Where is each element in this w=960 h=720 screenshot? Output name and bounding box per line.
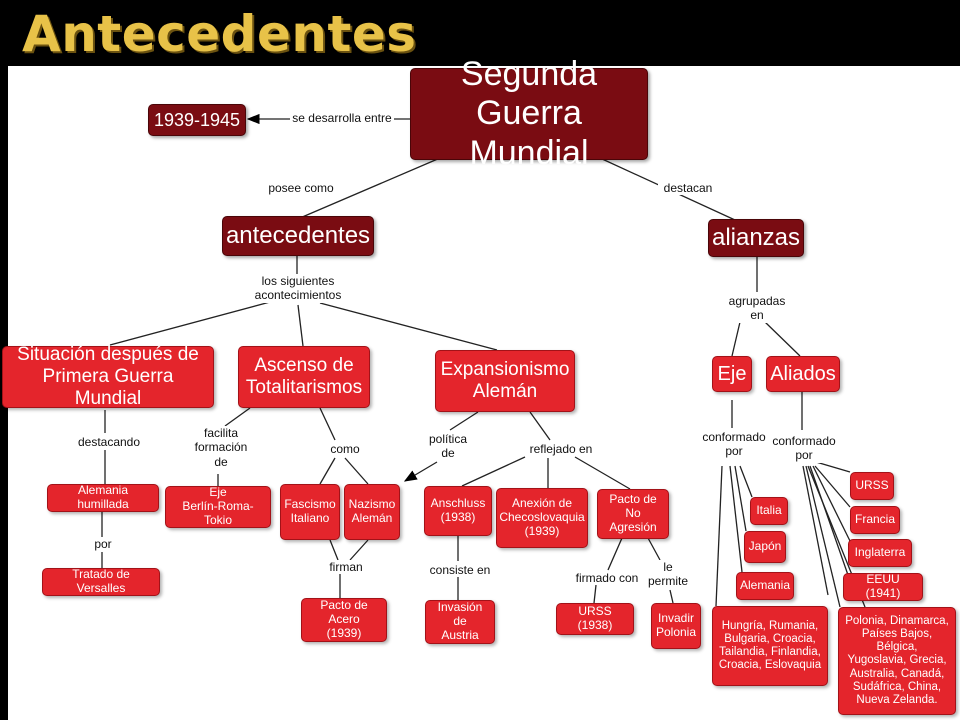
node-japon: Japón <box>744 531 786 563</box>
node-alemania-humillada: Alemania humillada <box>47 483 159 512</box>
node-anexion: Anexión de Checoslovaquia (1939) <box>496 488 588 548</box>
label-posee-como: posee como <box>264 181 338 196</box>
node-eje: Eje <box>712 356 752 392</box>
label-firmado-con: firmado con <box>570 571 644 586</box>
node-tratado-versalles: Tratado de Versalles <box>42 567 160 596</box>
node-eeuu: EEUU (1941) <box>843 572 923 601</box>
node-urss: URSS <box>850 472 894 500</box>
node-aliados: Aliados <box>766 356 840 392</box>
node-antecedentes: antecedentes <box>222 216 374 256</box>
slide-title: Antecedentes <box>22 5 417 63</box>
title-bar <box>0 0 960 66</box>
node-pacto-no-agresion: Pacto de No Agresión <box>597 489 669 539</box>
label-los-siguientes: los siguientes acontecimientos <box>248 274 348 303</box>
label-politica-de: política de <box>424 432 472 461</box>
node-invadir-polonia: Invadir Polonia <box>651 603 701 649</box>
node-ascenso: Ascenso de Totalitarismos <box>238 346 370 408</box>
label-facilita: facilita formación de <box>190 426 252 470</box>
node-pacto-acero: Pacto de Acero (1939) <box>301 598 387 642</box>
node-situacion: Situación después de Primera Guerra Mund… <box>2 344 214 409</box>
label-destacan: destacan <box>658 181 718 196</box>
node-alianzas: alianzas <box>708 219 804 257</box>
label-por: por <box>88 537 118 552</box>
label-le-permite: le permite <box>642 560 694 589</box>
node-eje-berlin-roma-tokio: Eje Berlín-Roma-Tokio <box>165 485 271 528</box>
label-reflejado-en: reflejado en <box>524 442 598 457</box>
node-aliados-otros: Polonia, Dinamarca, Países Bajos, Bélgic… <box>838 607 956 715</box>
node-inglaterra: Inglaterra <box>848 539 912 567</box>
node-urss-1938: URSS (1938) <box>556 603 634 635</box>
label-se-desarrolla: se desarrolla entre <box>290 111 394 126</box>
node-francia: Francia <box>850 506 900 534</box>
node-anschluss: Anschluss (1938) <box>424 486 492 536</box>
node-italia: Italia <box>750 497 788 525</box>
node-segunda-guerra-mundial: Segunda Guerra Mundial <box>410 55 648 172</box>
label-conformado-eje: conformado por <box>698 430 770 459</box>
node-eje-otros: Hungría, Rumania, Bulgaria, Croacia, Tai… <box>712 606 828 686</box>
label-destacando: destacando <box>74 435 144 450</box>
node-invasion-austria: Invasión de Austria <box>425 600 495 644</box>
label-como: como <box>326 442 364 457</box>
label-agrupadas-en: agrupadas en <box>725 294 789 323</box>
node-alemania: Alemania <box>736 572 794 600</box>
node-fascismo: Fascismo Italiano <box>280 484 340 540</box>
label-consiste-en: consiste en <box>424 563 496 578</box>
label-conformado-aliados: conformado por <box>768 434 840 463</box>
node-nazismo: Nazismo Alemán <box>344 484 400 540</box>
node-expansionismo: Expansionismo Alemán <box>435 350 575 412</box>
label-firman: firman <box>324 560 368 575</box>
arrow-to-nazismo <box>403 461 438 482</box>
node-1939-1945: 1939-1945 <box>148 104 246 136</box>
